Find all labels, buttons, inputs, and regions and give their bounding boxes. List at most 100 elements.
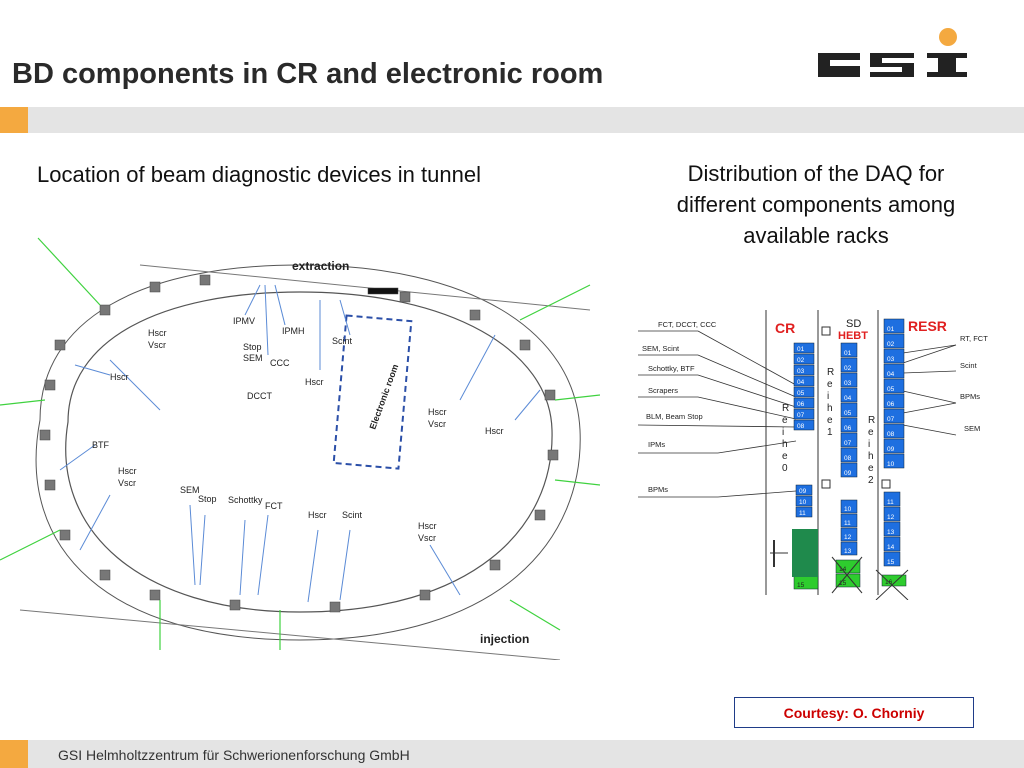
rack-slot-number: 12 <box>887 514 895 521</box>
rack-slot <box>840 499 858 514</box>
rack-slot <box>840 372 858 388</box>
rack-slot-number: 15 <box>887 559 895 566</box>
footer-accent <box>0 740 28 768</box>
rack-slot-number: 04 <box>887 371 895 378</box>
rack-slot <box>883 318 905 334</box>
rack-slot <box>840 447 858 463</box>
hscr-top-label: Hscr <box>305 377 324 387</box>
left-label: Scrapers <box>648 386 678 395</box>
rack-slot <box>840 541 858 556</box>
reihe-letter: R <box>827 367 834 378</box>
rack-slot <box>883 363 905 379</box>
rack-slot <box>840 357 858 373</box>
rack-slot <box>793 364 815 376</box>
rack-slot-number: 04 <box>844 395 852 402</box>
dcct-label: DCCT <box>247 391 272 401</box>
rack-slot-number: 09 <box>887 446 895 453</box>
rack-slot <box>795 495 813 507</box>
rack-slot <box>795 506 813 518</box>
right-label: Scint <box>960 361 978 370</box>
left-label: BLM, Beam Stop <box>646 412 703 421</box>
rack-slot <box>840 417 858 433</box>
footer-text: GSI Helmholtzzentrum für Schwerionenfors… <box>58 747 410 763</box>
right-label: BPMs <box>960 392 980 401</box>
reihe-letter: h <box>782 439 788 450</box>
rack-slot <box>883 506 901 522</box>
rack-slot <box>883 521 901 537</box>
pointer-lines <box>59 284 541 603</box>
vscr-1-label: Vscr <box>148 340 166 350</box>
rack-slot-number: 02 <box>797 357 805 364</box>
hebt-label: HEBT <box>838 330 868 342</box>
btf-label: BTF <box>92 440 110 450</box>
gsi-logo <box>818 28 967 77</box>
rack-slot <box>793 419 815 431</box>
reihe-letter: 0 <box>782 463 788 474</box>
hscr-4-label: Hscr <box>418 521 437 531</box>
reihe-letter: i <box>868 439 870 450</box>
left-subtitle: Location of beam diagnostic devices in t… <box>37 162 481 187</box>
rack-slot-number: 08 <box>797 423 805 430</box>
resr-label: RESR <box>908 318 947 334</box>
vscr-r1-label: Vscr <box>428 419 446 429</box>
reihe-letter: i <box>827 391 829 402</box>
scint-bot-label: Scint <box>342 510 363 520</box>
rack-slot <box>793 386 815 398</box>
rack-slot <box>795 484 813 496</box>
stop-top-label: Stop <box>243 342 262 352</box>
rack-slot <box>883 423 905 439</box>
rack-slot <box>883 408 905 424</box>
reihe-letter: e <box>868 427 874 438</box>
rack-slot <box>793 397 815 409</box>
rack-slot <box>883 536 901 552</box>
courtesy-box: Courtesy: O. Chorniy <box>734 697 974 728</box>
electronic-room-box <box>332 314 413 470</box>
rack-column-2-green: 16 <box>881 574 907 587</box>
rack-slot <box>793 408 815 420</box>
rack-slot <box>840 402 858 418</box>
schottky-label: Schottky <box>228 495 263 505</box>
rack-slot-number: 02 <box>844 365 852 372</box>
rack-slot <box>883 453 905 469</box>
tunnel-outline <box>19 264 591 660</box>
rack-slot <box>883 551 901 567</box>
reihe-letter: R <box>868 415 875 426</box>
right-label: RT, FCT <box>960 334 988 343</box>
rack-slot <box>883 491 901 507</box>
green-guides <box>0 237 600 650</box>
rack-slot <box>840 432 858 448</box>
extraction-label: extraction <box>292 259 349 273</box>
reihe-letter: e <box>782 415 788 426</box>
right-labels: RT, FCT Scint BPMs SEM <box>960 334 988 433</box>
rack-slot <box>883 438 905 454</box>
rack-slot-number: 05 <box>887 386 895 393</box>
injection-label: injection <box>480 632 529 646</box>
hscr-r1-label: Hscr <box>428 407 447 417</box>
rack-slot-number: 04 <box>797 379 805 386</box>
hscr-3-label: Hscr <box>118 466 137 476</box>
dark-green-block <box>792 529 818 577</box>
rack-slot-number: 01 <box>797 346 805 353</box>
cross-marks <box>831 556 909 600</box>
rack-slot <box>840 342 858 358</box>
hscr-bot-label: Hscr <box>308 510 327 520</box>
left-label: Schottky, BTF <box>648 364 695 373</box>
rack-slot-number: 06 <box>887 401 895 408</box>
rack-slot-number: 11 <box>799 510 806 517</box>
rack-slot-number: 06 <box>844 425 852 432</box>
rack-slot-number: 02 <box>887 341 895 348</box>
rack-slot <box>883 378 905 394</box>
reihe-letter: e <box>868 463 874 474</box>
left-label: BPMs <box>648 485 668 494</box>
ring-diagram: Electronic room extraction injection IPM… <box>0 237 600 660</box>
reihe-letter: h <box>827 403 833 414</box>
reihe-letter: e <box>827 415 833 426</box>
cr-label: CR <box>775 320 795 336</box>
right-label: SEM <box>964 424 980 433</box>
hscr-2-label: Hscr <box>110 372 129 382</box>
hscr-1-label: Hscr <box>148 328 167 338</box>
rack-slot <box>840 513 858 528</box>
